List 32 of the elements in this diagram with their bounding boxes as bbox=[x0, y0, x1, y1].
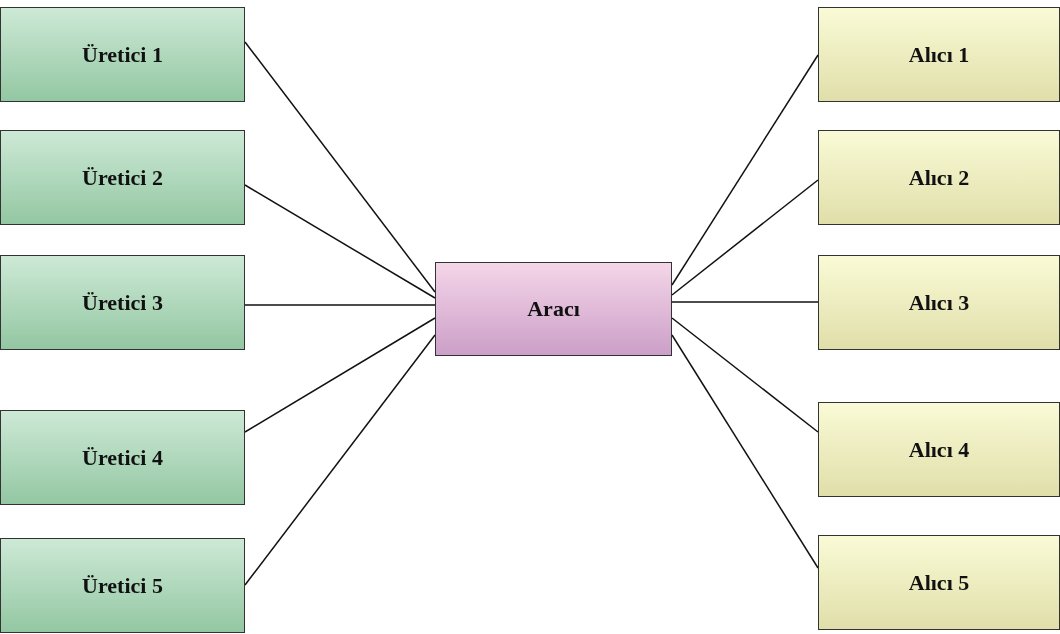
node-label: Üretici 3 bbox=[82, 289, 163, 316]
node-label: Üretici 2 bbox=[82, 164, 163, 191]
node-label: Aracı bbox=[527, 296, 580, 322]
node-label: Üretici 5 bbox=[82, 572, 163, 599]
connector-line bbox=[671, 54, 819, 286]
producer-box bbox=[0, 255, 245, 350]
buyer-box bbox=[818, 130, 1060, 225]
node-label: Üretici 4 bbox=[82, 444, 163, 471]
connector-line bbox=[671, 317, 819, 433]
producer-box bbox=[0, 130, 245, 225]
connector-line bbox=[671, 301, 819, 303]
node-label: Üretici 1 bbox=[82, 41, 163, 68]
node-label: Alıcı 3 bbox=[908, 289, 970, 316]
buyer-box bbox=[818, 535, 1060, 630]
connector-line bbox=[244, 317, 436, 433]
connector-line bbox=[244, 41, 436, 293]
buyer-box bbox=[818, 7, 1060, 102]
node-label: Alıcı 5 bbox=[908, 569, 970, 596]
buyer-box bbox=[818, 402, 1060, 497]
node-label: Alıcı 1 bbox=[908, 41, 970, 68]
producer-box bbox=[0, 538, 245, 633]
connector-line bbox=[244, 304, 436, 306]
producer-box bbox=[0, 410, 245, 505]
connector-line bbox=[671, 334, 819, 569]
connector-line bbox=[671, 179, 819, 296]
producer-box bbox=[0, 7, 245, 102]
buyer-box bbox=[818, 255, 1060, 350]
node-label: Alıcı 4 bbox=[908, 436, 970, 463]
connector-line bbox=[244, 334, 436, 586]
connector-line bbox=[244, 184, 436, 299]
node-label: Alıcı 2 bbox=[908, 164, 970, 191]
intermediary-box bbox=[435, 262, 672, 356]
